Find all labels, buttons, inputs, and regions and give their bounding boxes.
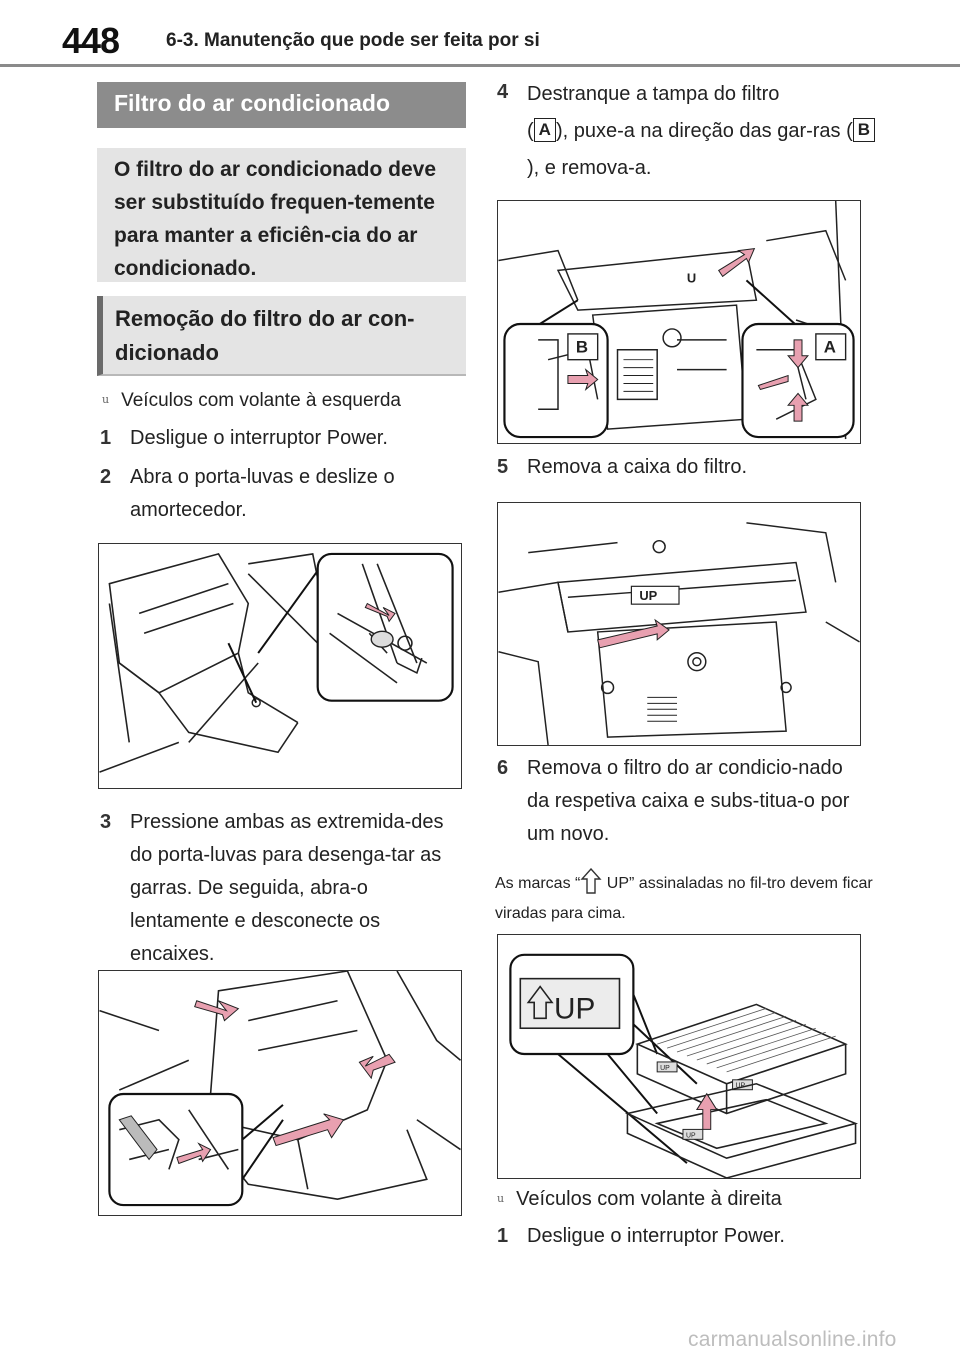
callout-a-label: A [824,338,836,357]
up-mark-note: As marcas “ UP” assinaladas no fil-tro d… [495,867,875,926]
big-up-label: UP [554,992,595,1025]
fig-up-mark-case: UP [639,588,657,603]
step-number: 6 [497,757,509,779]
step-4: 4 Destranque a tampa do filtro (A), puxe… [497,76,877,187]
bullet-mark: u [497,1192,505,1205]
rhd-step-1: 1 Desligue o interruptor Power. [497,1220,877,1253]
lhd-bullet: u Veículos com volante à esquerda [102,390,401,412]
filter-up-illustration: UP UP UP UP [509,953,859,1178]
bullet-label: Veículos com volante à esquerda [121,390,401,411]
figure-glovebox-damper [98,543,462,789]
step-number: 4 [497,81,509,103]
tag-up-3: UP [686,1132,696,1139]
figure-filter-case: UP [497,502,861,746]
lhd-step-1: 1 Desligue o interruptor Power. [100,422,470,455]
step-text: Desligue o interruptor Power. [130,427,388,449]
lhd-step-2: 2 Abra o porta-luvas e deslize o amortec… [100,461,440,527]
step-number: 2 [100,466,112,488]
header-rule [0,64,960,67]
bullet-mark: u [102,393,110,406]
figure-filter-cover: U B A [497,200,861,444]
intro-box: O filtro do ar condicionado deve ser sub… [97,148,466,282]
step-text: Remova o filtro do ar condicio-nado da r… [527,757,850,845]
figure-glovebox-claws [98,970,462,1216]
tag-up-2: UP [736,1083,746,1090]
step-text: Remova a caixa do filtro. [527,456,748,478]
tag-up-1: UP [660,1065,670,1072]
step-number: 1 [100,427,112,449]
step4-text-a: Destranque a tampa do filtro [527,83,780,105]
step-number: 5 [497,456,509,478]
callout-b-label: B [576,338,588,357]
step-text: Destranque a tampa do filtro (A), puxe-a… [497,76,877,187]
step-text: Desligue o interruptor Power. [527,1225,785,1247]
glovebox-claws-illustration [99,971,461,1207]
subsection-heading: Remoção do filtro do ar con-dicionado [97,296,466,376]
glovebox-damper-illustration [99,552,454,773]
filter-case-illustration: UP [498,522,860,745]
bullet-label: Veículos com volante à direita [516,1188,782,1210]
figure-filter-up: UP UP UP UP [497,934,861,1179]
up-arrow-icon [580,867,602,902]
chapter-title: 6-3. Manutenção que pode ser feita por s… [166,30,540,51]
step-text: Pressione ambas as extremida-des do port… [130,811,444,965]
note-after: UP” assinaladas no fil-tro devem ficar v… [495,875,873,922]
step-number: 1 [497,1225,509,1247]
step4-text-c: ), e remova-a. [527,157,652,179]
step4-text-b: ), puxe-a na direção das gar-ras ( [555,120,853,142]
section-heading: Filtro do ar condicionado [97,82,466,128]
lhd-step-3: 3 Pressione ambas as extremida-des do po… [100,806,460,971]
filter-cover-illustration: U B A [498,201,855,440]
fig-up-mark: U [687,270,696,285]
step-number: 3 [100,811,112,833]
label-b: B [852,118,876,142]
step-5: 5 Remova a caixa do filtro. [497,451,877,484]
note-before: As marcas “ [495,875,581,892]
step4-open-paren: ( [527,120,534,142]
rhd-bullet: u Veículos com volante à direita [497,1188,782,1211]
step-text: Abra o porta-luvas e deslize o amorteced… [130,466,395,521]
watermark: carmanualsonline.info [688,1328,897,1351]
label-a: A [533,118,556,142]
step-6: 6 Remova o filtro do ar condicio-nado da… [497,752,867,851]
page-number: 448 [62,20,120,61]
